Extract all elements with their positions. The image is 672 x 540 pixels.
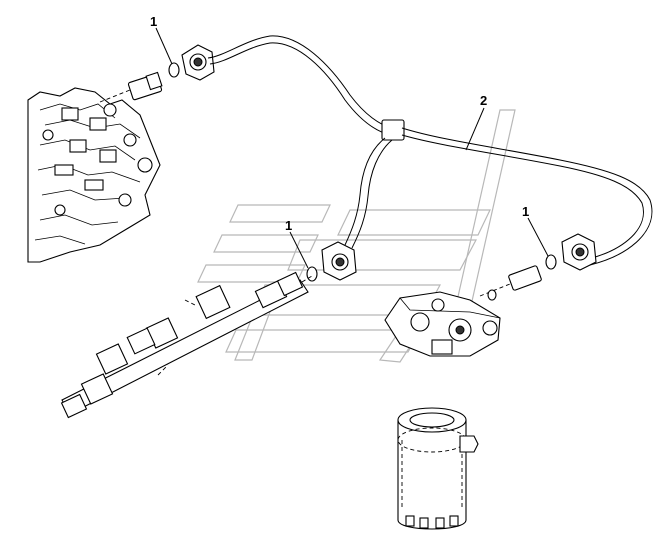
engine-block xyxy=(27,87,161,263)
fitting-right xyxy=(479,233,597,301)
callout-seal-middle: 1 xyxy=(285,218,292,233)
callout-pipe-assembly: 2 xyxy=(480,93,487,108)
callout-seal-top: 1 xyxy=(150,14,157,29)
fuel-rail xyxy=(60,271,313,419)
callout-seal-right: 1 xyxy=(522,204,529,219)
fitting-top-left xyxy=(99,44,215,103)
fitting-middle xyxy=(306,241,357,282)
fuel-filter xyxy=(397,407,479,530)
pump-housing xyxy=(384,291,501,357)
callout-leaders xyxy=(155,27,549,269)
fuel-pipe xyxy=(207,35,653,266)
